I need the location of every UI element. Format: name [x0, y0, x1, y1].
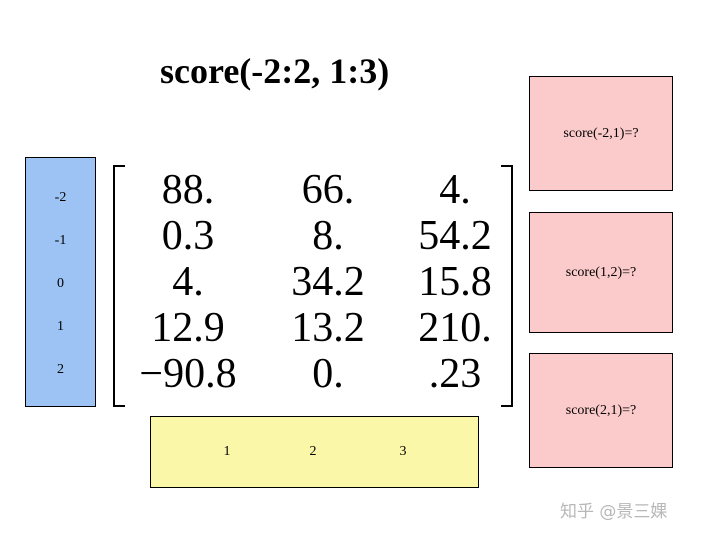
row-label: 0 [57, 276, 64, 291]
question-box: score(2,1)=? [529, 353, 673, 468]
slide-title: score(-2:2, 1:3) [160, 51, 390, 91]
matrix-cell: −90.8 [139, 351, 237, 397]
row-label: 1 [57, 319, 64, 334]
matrix-cell: 210. [418, 305, 492, 351]
row-label: -1 [54, 233, 67, 248]
matrix-cell: .23 [428, 351, 482, 397]
matrix-right-bracket [501, 165, 513, 407]
matrix-cell: 8. [312, 213, 344, 259]
question-box: score(1,2)=? [529, 212, 673, 333]
matrix-cell: 13.2 [291, 305, 365, 351]
matrix-cell: 0. [312, 351, 344, 397]
matrix-cell: 34.2 [291, 259, 365, 305]
score-matrix: 88. 66. 4. 0.3 8. 54.2 4. 34.2 15.8 12.9… [113, 165, 513, 407]
matrix-cell: 0.3 [161, 213, 215, 259]
row-label: -2 [54, 190, 67, 205]
matrix-cell: 15.8 [418, 259, 492, 305]
row-index-panel: -2 -1 0 1 2 [25, 157, 96, 407]
matrix-left-bracket [113, 165, 125, 407]
matrix-cell: 4. [172, 259, 204, 305]
matrix-cell: 12.9 [151, 305, 225, 351]
matrix-cell: 4. [439, 167, 471, 213]
column-index-panel: 1 2 3 [150, 416, 479, 488]
row-label: 2 [57, 362, 64, 377]
matrix-cell: 54.2 [418, 213, 492, 259]
watermark: 知乎 @景三婐 [560, 502, 668, 522]
column-label: 3 [399, 444, 407, 459]
matrix-cell: 88. [161, 167, 215, 213]
question-box: score(-2,1)=? [529, 76, 673, 191]
column-label: 1 [223, 444, 231, 459]
matrix-cell: 66. [301, 167, 355, 213]
column-label: 2 [309, 444, 317, 459]
